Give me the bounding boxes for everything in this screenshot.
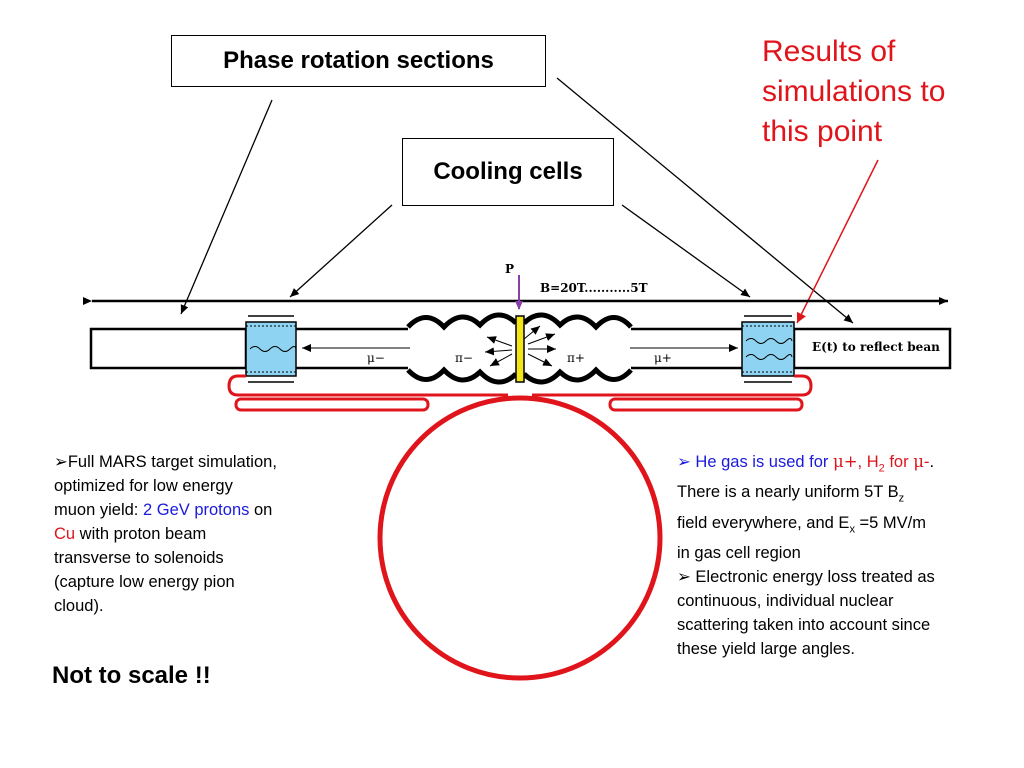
left-line-3c: on	[249, 501, 273, 519]
right-a2: μ+	[832, 452, 858, 471]
right-c2: x	[849, 522, 855, 535]
p-label: P	[505, 262, 514, 276]
right-c1: field everywhere, and E	[677, 513, 850, 532]
pi-plus-label: π+	[567, 351, 585, 365]
right-solenoid	[792, 327, 952, 370]
right-return-bar	[608, 397, 804, 412]
left-line-3b: 2 GeV protons	[142, 501, 250, 519]
phase-rotation-box: Phase rotation sections	[171, 35, 546, 87]
right-a4: 2	[878, 462, 885, 475]
right-e3: scattering taken into account since	[677, 615, 931, 634]
right-description: ➢ He gas is used for μ+, H2 for μ-. Ther…	[677, 450, 1012, 661]
pion-spray	[484, 325, 556, 367]
right-bullet-2: ➢	[677, 567, 691, 586]
target	[515, 315, 525, 383]
phase-rotation-label: Phase rotation sections	[223, 47, 494, 74]
left-line-7: cloud).	[54, 597, 104, 615]
left-return-bar	[234, 397, 430, 412]
right-a6: μ-	[913, 452, 930, 471]
cooling-right-arrow	[621, 204, 751, 298]
left-line-4a: Cu	[54, 525, 76, 543]
results-arrow	[796, 159, 879, 324]
cooling-cells-box: Cooling cells	[402, 138, 614, 206]
left-line-6: (capture low energy pion	[54, 573, 235, 591]
pion-capture-cavities	[406, 312, 633, 385]
right-b1: There is a nearly uniform 5T B	[677, 483, 899, 502]
right-c3: =5 MV/m	[854, 513, 926, 532]
pi-minus-label: π−	[455, 351, 473, 365]
right-bullet-1: ➢	[677, 453, 691, 471]
left-line-1: Full MARS target simulation,	[67, 453, 277, 471]
right-a5: for	[884, 453, 914, 471]
right-a1: He gas is used for	[690, 453, 833, 471]
cooling-cells-label: Cooling cells	[433, 158, 583, 185]
phase-rotation-right-arrow	[556, 77, 854, 324]
right-e4: these yield large angles.	[677, 639, 855, 658]
left-description: ➢Full MARS target simulation, optimized …	[54, 450, 344, 618]
left-cooling-cell	[245, 315, 297, 383]
reflect-label: E(t) to reflect bean	[812, 340, 940, 354]
right-a7: .	[929, 453, 935, 471]
left-line-3a: muon yield:	[54, 501, 143, 519]
right-a3: , H	[857, 453, 879, 471]
phase-rotation-left-arrow	[180, 99, 273, 315]
storage-ring	[377, 395, 663, 681]
right-e1: Electronic energy loss treated as	[690, 567, 935, 586]
results-title: Results of simulations to this point	[762, 32, 945, 152]
mu-plus-label: μ+	[654, 351, 672, 365]
mu-minus-label: μ−	[367, 351, 385, 365]
right-return-loop	[532, 374, 813, 397]
results-line-2: simulations to	[762, 75, 946, 108]
left-bullet: ➢	[54, 453, 68, 471]
right-d1: in gas cell region	[677, 543, 801, 562]
results-line-3: this point	[762, 115, 883, 148]
left-line-4b: with proton beam	[75, 525, 207, 543]
cooling-left-arrow	[289, 204, 393, 298]
left-line-5: transverse to solenoids	[54, 549, 224, 567]
right-e2: continuous, individual nuclear	[677, 591, 894, 610]
right-b2: z	[898, 492, 905, 505]
not-to-scale-label: Not to scale !!	[52, 662, 211, 689]
right-cooling-cell	[741, 315, 795, 383]
left-solenoid	[89, 327, 248, 370]
left-return-loop	[227, 374, 508, 397]
results-line-1: Results of	[762, 35, 896, 68]
field-label: B=20T...........5T	[540, 281, 648, 295]
left-line-2: optimized for low energy	[54, 477, 233, 495]
